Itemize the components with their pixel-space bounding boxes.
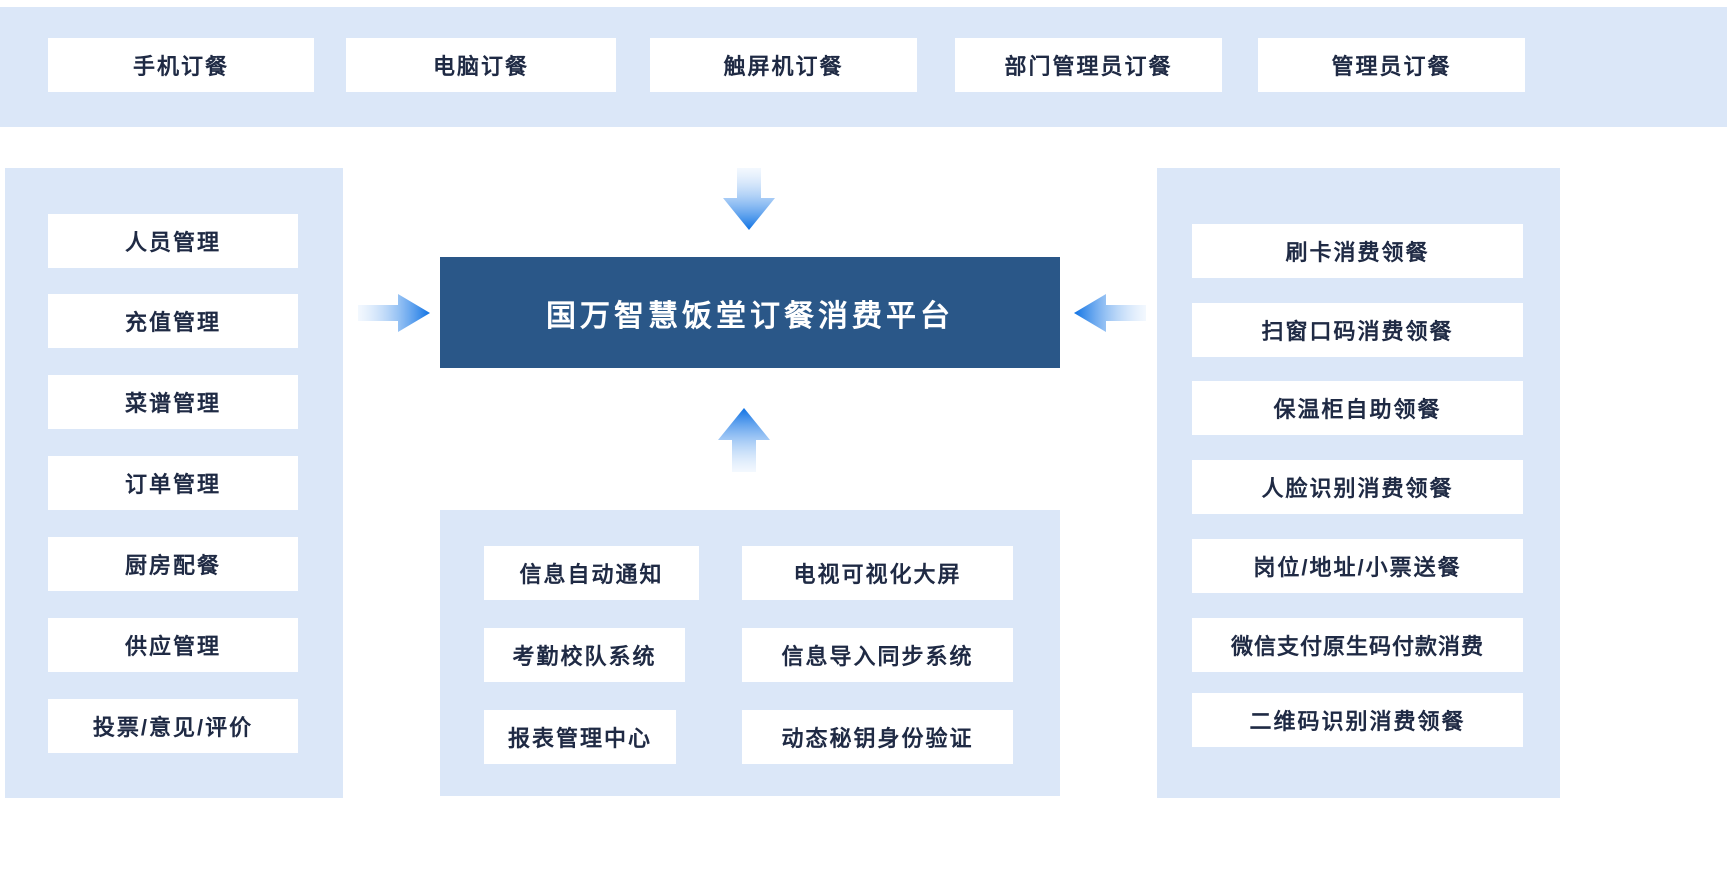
bottom-panel-item: 动态秘钥身份验证 xyxy=(742,710,1013,764)
left-panel-item: 供应管理 xyxy=(48,618,298,672)
arrow-up-icon xyxy=(718,408,770,472)
bottom-panel-item: 报表管理中心 xyxy=(484,710,676,764)
right-panel-item: 微信支付原生码付款消费 xyxy=(1192,618,1523,672)
left-panel-item: 厨房配餐 xyxy=(48,537,298,591)
top-bar-item: 手机订餐 xyxy=(48,38,314,92)
right-panel-item: 人脸识别消费领餐 xyxy=(1192,460,1523,514)
bottom-panel-item: 信息自动通知 xyxy=(484,546,699,600)
right-panel-item: 扫窗口码消费领餐 xyxy=(1192,303,1523,357)
left-panel-item: 充值管理 xyxy=(48,294,298,348)
right-panel-item: 保温柜自助领餐 xyxy=(1192,381,1523,435)
arrow-left-icon xyxy=(1074,294,1146,332)
bottom-panel-item: 考勤校队系统 xyxy=(484,628,685,682)
bottom-panel-item: 电视可视化大屏 xyxy=(742,546,1013,600)
center-platform-box: 国万智慧饭堂订餐消费平台 xyxy=(440,257,1060,368)
left-panel-item: 菜谱管理 xyxy=(48,375,298,429)
top-bar-item: 部门管理员订餐 xyxy=(955,38,1222,92)
arrow-down-icon xyxy=(723,168,775,230)
right-panel-item: 岗位/地址/小票送餐 xyxy=(1192,539,1523,593)
bottom-panel-item: 信息导入同步系统 xyxy=(742,628,1013,682)
right-panel-item: 二维码识别消费领餐 xyxy=(1192,693,1523,747)
right-panel-item: 刷卡消费领餐 xyxy=(1192,224,1523,278)
top-bar-item: 电脑订餐 xyxy=(346,38,616,92)
left-panel-item: 人员管理 xyxy=(48,214,298,268)
top-bar-item: 管理员订餐 xyxy=(1258,38,1525,92)
arrow-right-icon xyxy=(358,294,430,332)
left-panel-item: 投票/意见/评价 xyxy=(48,699,298,753)
top-bar-item: 触屏机订餐 xyxy=(650,38,917,92)
left-panel-item: 订单管理 xyxy=(48,456,298,510)
